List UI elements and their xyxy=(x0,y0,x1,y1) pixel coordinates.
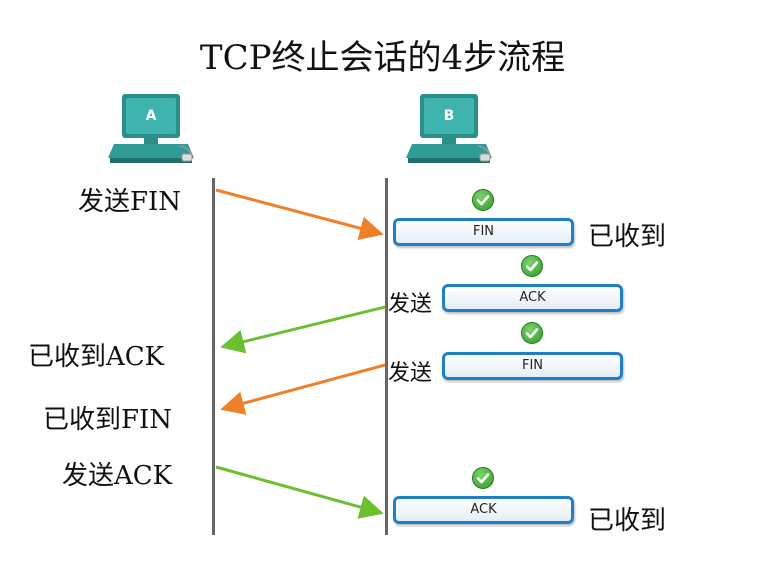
diagram-title: TCP终止会话的4步流程 xyxy=(199,38,566,78)
label-b-received-fin: 已收到 xyxy=(588,222,667,252)
host-a-computer-icon: A xyxy=(108,92,198,167)
label-b-send-fin: 发送 xyxy=(388,361,433,386)
packet-ack-sent: ACK xyxy=(442,284,623,312)
ack-arrow-a-to-b xyxy=(215,465,384,519)
check-icon xyxy=(521,322,543,344)
ack-arrow-b-to-a xyxy=(220,305,386,354)
timeline-b xyxy=(385,178,388,535)
packet-ack-received: ACK xyxy=(393,496,574,524)
check-icon xyxy=(521,255,543,277)
fin-arrow-a-to-b xyxy=(215,188,384,240)
host-b-computer-icon: B xyxy=(406,92,496,167)
label-b-received-ack: 已收到 xyxy=(588,506,667,536)
label-send-fin: 发送FIN xyxy=(78,187,182,217)
host-a-label: A xyxy=(145,108,157,124)
label-received-ack: 已收到ACK xyxy=(28,342,165,372)
check-icon xyxy=(472,467,494,489)
packet-fin-received: FIN xyxy=(393,218,574,246)
fin-arrow-b-to-a xyxy=(220,363,386,415)
label-send-ack: 发送ACK xyxy=(62,461,173,491)
label-received-fin: 已收到FIN xyxy=(43,405,173,435)
label-b-send-ack: 发送 xyxy=(388,292,433,317)
packet-fin-sent: FIN xyxy=(442,352,623,380)
check-icon xyxy=(472,189,494,211)
timeline-a xyxy=(212,178,215,535)
host-b-label: B xyxy=(443,108,455,124)
